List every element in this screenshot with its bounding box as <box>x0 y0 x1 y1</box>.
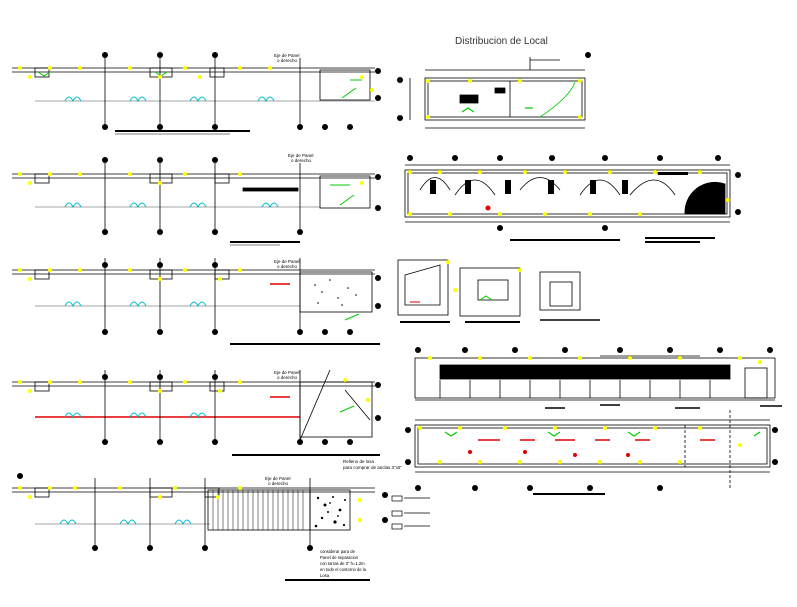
hatch-losa <box>212 490 304 530</box>
plan-label-derecho-1: o derecho <box>277 58 298 63</box>
grid-bubbles-4 <box>102 374 381 445</box>
fixtures-2 <box>64 184 355 209</box>
drawing-title: Distribucion de Local <box>455 36 548 47</box>
plan-strip-1 <box>12 58 375 135</box>
fixtures-5 <box>59 519 192 526</box>
bottom-plan <box>414 410 771 495</box>
detail-accents <box>410 295 493 303</box>
elevation-labels <box>545 404 782 409</box>
bottom-note-line2: Panel de separacion <box>320 555 359 560</box>
distribution-fixtures <box>430 172 688 194</box>
scatter-debris-3 <box>314 279 357 306</box>
bottom-plan-red-dots <box>468 450 630 457</box>
distribution-plan <box>404 164 731 223</box>
fixtures-3 <box>64 283 360 321</box>
plan-label-derecho-2: o derecho <box>291 158 312 163</box>
bottom-plan-bubbles <box>405 427 778 491</box>
elevation-bubbles <box>415 347 773 353</box>
plan-label-eje-5: Eje de Panel <box>265 476 291 481</box>
bottom-plan-markers <box>418 426 742 464</box>
distribution-titles <box>510 237 715 243</box>
plan-strip-3 <box>12 258 380 345</box>
markers-5 <box>18 486 362 522</box>
distribution-markers <box>408 170 730 216</box>
detail-sections <box>397 259 600 323</box>
bottom-note-line4: en todo el contorno de la <box>320 567 367 572</box>
plan-label-eje-2: Eje de Panel <box>288 153 314 158</box>
plan-label-derecho-4: o derecho <box>277 375 298 380</box>
plan-label-eje-3: Eje de Panel <box>274 259 300 264</box>
grid-bubbles-5 <box>17 473 388 551</box>
local-small-bubbles <box>397 52 591 121</box>
distribution-red-mark <box>485 205 491 211</box>
plan-label-derecho-3: o derecho <box>277 264 298 269</box>
markers-4 <box>18 378 370 402</box>
bottom-note-line5: Losa <box>320 573 330 578</box>
grid-bubbles-1 <box>102 52 381 130</box>
plan-label-eje-4: Eje de Panel <box>274 370 300 375</box>
markers-3 <box>18 268 242 281</box>
markers-2 <box>18 172 364 185</box>
bottom-note-line3: con tarras de 3" h=1.2m <box>320 561 365 566</box>
plan-label-eje-1: Eje de Panel <box>274 53 300 58</box>
grid-bubbles-2 <box>102 157 381 235</box>
detail-markers <box>446 260 522 292</box>
gravel-fill <box>314 496 346 528</box>
local-small-plan <box>409 57 586 129</box>
markers-1 <box>18 66 374 92</box>
losa-note-line1: Relleno de losa <box>343 459 375 464</box>
bottom-note-line1: considerar para de <box>320 549 356 554</box>
plan-strip-2 <box>12 163 375 246</box>
plan-label-derecho-5: o derecho <box>268 481 289 486</box>
elevation-view <box>414 355 776 401</box>
legend-symbols <box>391 495 430 530</box>
elevation-markers <box>428 356 762 364</box>
losa-note-line2: para comprar de anclas 3"x5" <box>343 465 402 470</box>
plan-strip-5 <box>12 478 375 581</box>
fixtures-4 <box>64 396 355 419</box>
plan-strip-4 <box>12 369 380 456</box>
local-small-accents <box>461 107 533 113</box>
distribution-bubbles <box>407 155 741 231</box>
grid-bubbles-3 <box>102 262 381 335</box>
local-small-markers <box>426 79 582 119</box>
bottom-plan-green <box>444 431 761 437</box>
